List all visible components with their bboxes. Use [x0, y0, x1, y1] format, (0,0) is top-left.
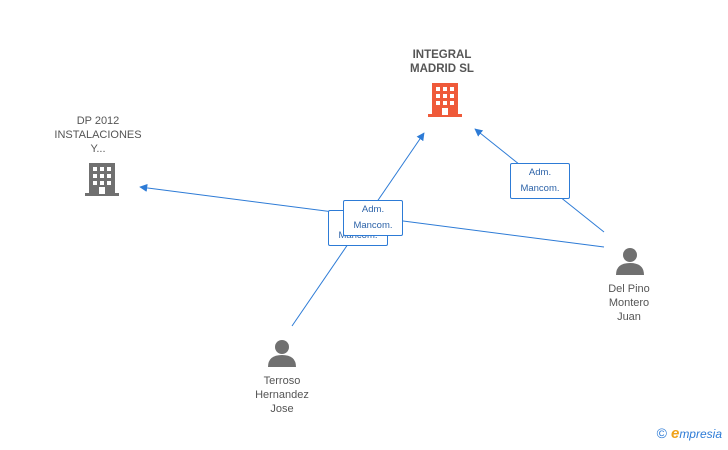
brand-watermark[interactable]: ©empresia: [657, 425, 722, 442]
person-icon[interactable]: [616, 248, 644, 275]
building-icon[interactable]: [85, 163, 119, 196]
person-icon[interactable]: [268, 340, 296, 367]
node-label-terroso[interactable]: Terroso Hernandez Jose: [255, 375, 309, 415]
brand-name: mpresia: [679, 427, 722, 441]
brand-initial: e: [670, 425, 680, 442]
edge-label-delpino-dp2012[interactable]: Adm. Mancom.: [343, 200, 403, 236]
node-label-delpino[interactable]: Del Pino Montero Juan: [608, 283, 650, 323]
node-label-integral[interactable]: INTEGRAL MADRID SL: [410, 49, 474, 75]
node-label-dp2012[interactable]: DP 2012 INSTALACIONES Y...: [54, 115, 142, 155]
copyright-icon: ©: [656, 425, 667, 441]
edge-label-delpino-integral[interactable]: Adm. Mancom.: [510, 163, 570, 199]
building-icon[interactable]: [428, 83, 462, 117]
